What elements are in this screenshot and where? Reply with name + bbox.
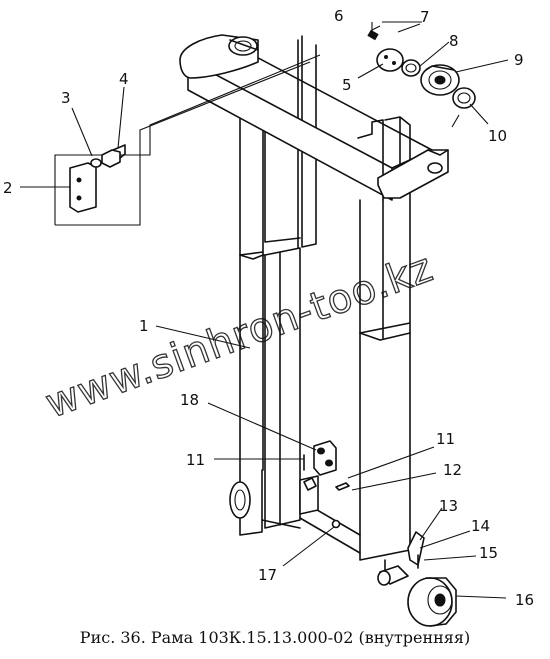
exploded-parts	[367, 29, 476, 128]
label-5: 5	[342, 76, 352, 94]
label-11-left: 11	[186, 451, 205, 469]
label-1: 1	[139, 317, 149, 335]
label-14: 14	[471, 517, 490, 535]
label-16: 16	[515, 591, 534, 609]
label-18: 18	[180, 391, 199, 409]
label-9: 9	[514, 51, 524, 69]
label-2: 2	[3, 179, 13, 197]
part-labels: 6 7 8 5 9 10 3 4 2 1 18 11 11 12 13 14 1…	[3, 7, 534, 609]
label-6: 6	[334, 7, 344, 25]
label-11-right: 11	[436, 430, 455, 448]
label-4: 4	[119, 70, 129, 88]
label-10: 10	[488, 127, 507, 145]
label-13: 13	[439, 497, 458, 515]
exploded-parts-left	[54, 54, 321, 226]
label-8: 8	[449, 32, 459, 50]
label-3: 3	[61, 89, 71, 107]
label-17: 17	[258, 566, 277, 584]
leader-lines	[20, 21, 509, 599]
frame-drawing	[179, 34, 457, 627]
label-7: 7	[420, 8, 430, 26]
label-12: 12	[443, 461, 462, 479]
figure-caption: Рис. 36. Рама 103К.15.13.000-02 (внутрен…	[79, 628, 471, 647]
label-15: 15	[479, 544, 498, 562]
